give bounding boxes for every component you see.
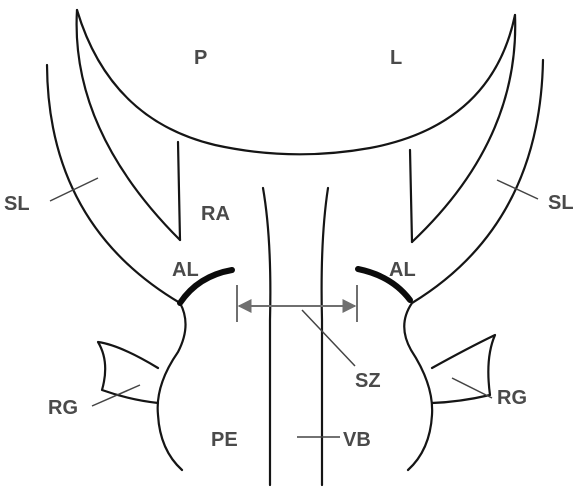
upper-crescent-outer (77, 10, 515, 154)
rg-right-leader (452, 378, 492, 398)
upper-crescent-left-edge (178, 142, 180, 240)
label-l: L (390, 47, 402, 69)
label-sz: SZ (355, 370, 381, 392)
right-process-spur (432, 335, 495, 403)
label-rg-left: RG (48, 397, 78, 419)
label-ra: RA (201, 203, 230, 225)
label-sl-right: SL (548, 192, 574, 214)
label-vb: VB (343, 429, 371, 451)
rg-left-leader (92, 385, 140, 406)
upper-crescent-right-edge (410, 150, 412, 242)
upper-crescent-right-inner (412, 15, 515, 242)
label-al-left: AL (172, 259, 199, 281)
sl-left-leader (50, 178, 98, 201)
left-process-spur (98, 342, 158, 403)
label-al-right: AL (389, 259, 416, 281)
label-rg-right: RG (497, 387, 527, 409)
central-column-left-edge (263, 188, 270, 485)
sz-leader (302, 310, 355, 366)
label-p: P (194, 47, 207, 69)
label-sl-left: SL (4, 193, 30, 215)
label-pe: PE (211, 429, 238, 451)
